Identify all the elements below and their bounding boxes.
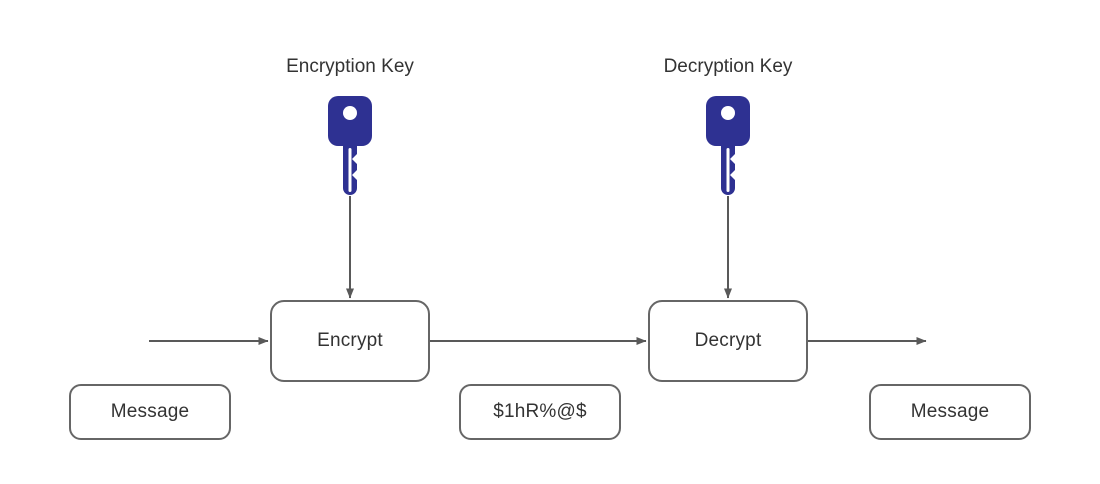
decryption-key-icon: [706, 96, 750, 195]
encrypt-node[interactable]: Encrypt: [270, 300, 430, 382]
ciphertext-node[interactable]: $1hR%@$: [459, 384, 621, 440]
decryption-key-label: Decryption Key: [663, 56, 793, 77]
decrypt-node[interactable]: Decrypt: [648, 300, 808, 382]
message-output-node[interactable]: Message: [869, 384, 1031, 440]
encryption-key-icon: [328, 96, 372, 195]
message-input-node[interactable]: Message: [69, 384, 231, 440]
encryption-key-label: Encryption Key: [286, 56, 414, 77]
